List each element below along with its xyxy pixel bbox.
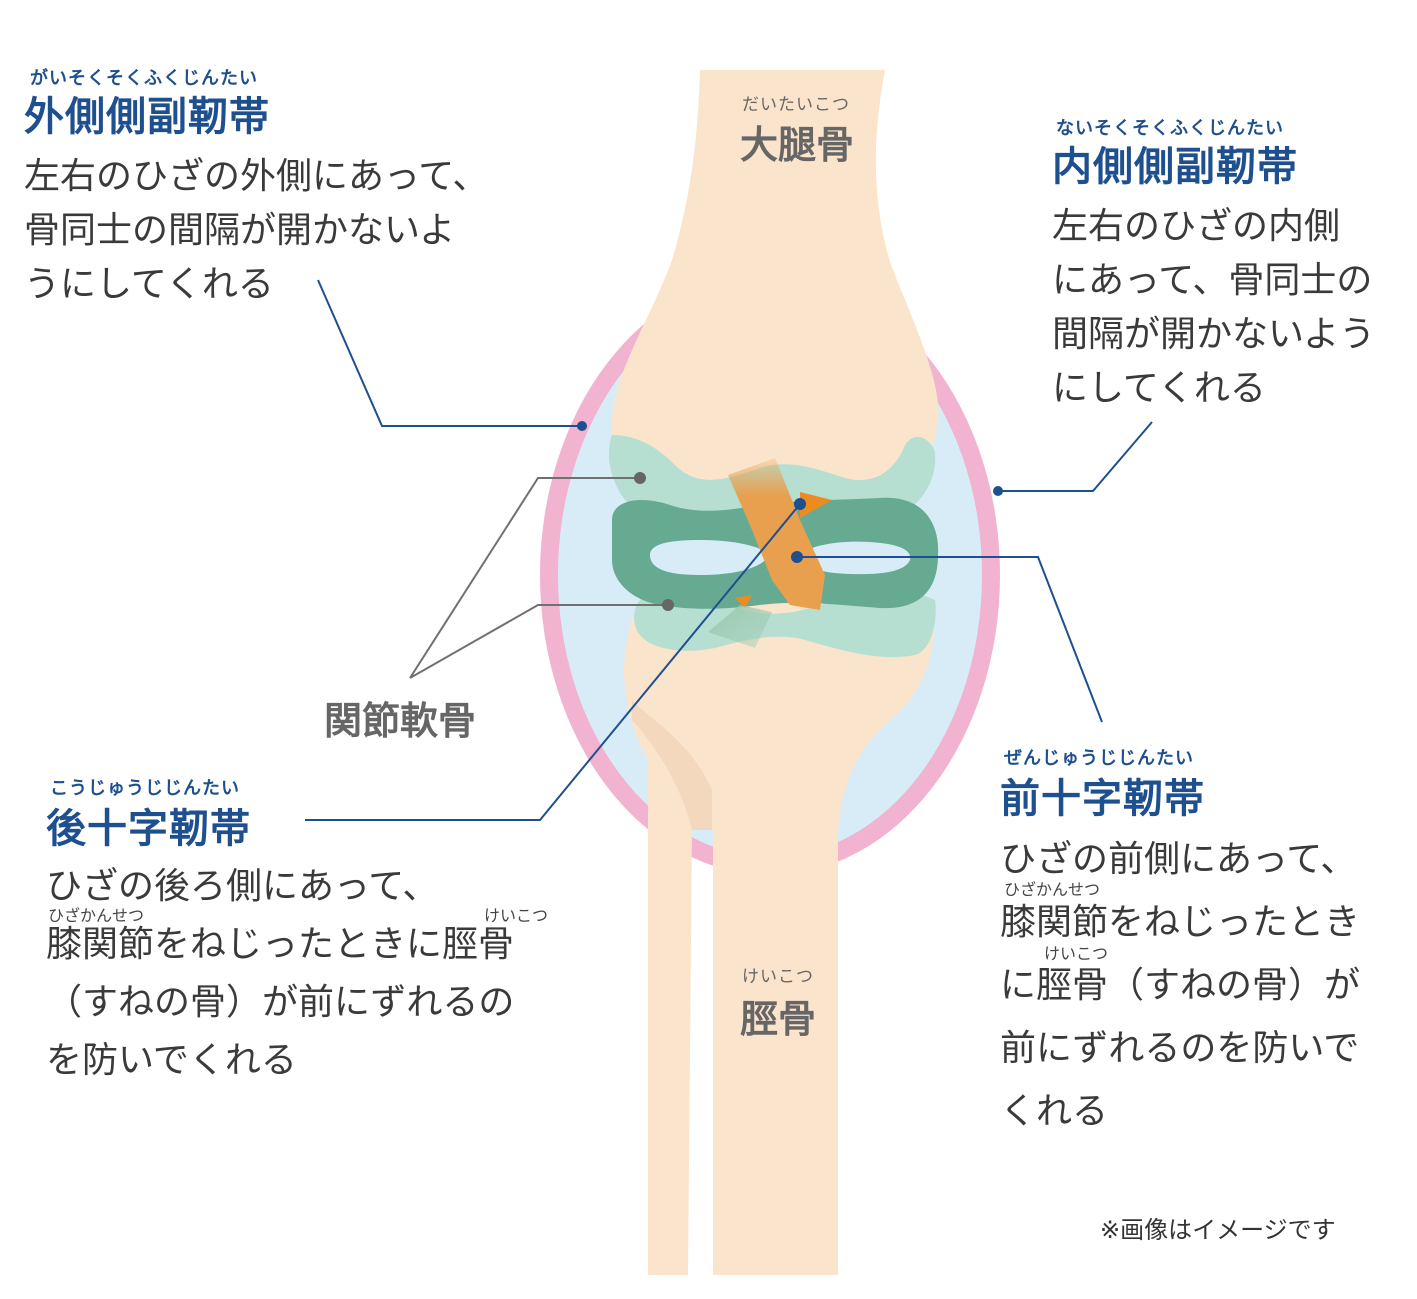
anterior-cruciate-title: 前十字靭帯 (1000, 776, 1205, 822)
anterior-cruciate-leader (797, 556, 1103, 723)
anterior-cruciate-line-2: 膝関節をねじったとき (1000, 902, 1361, 943)
anterior-cruciate-dot (791, 551, 803, 563)
lateral-ligament-line-3: うにしてくれる (24, 264, 274, 305)
tibia-ruby: けいこつ (742, 967, 814, 987)
posterior-cruciate-dot (794, 498, 806, 510)
femur-bone (611, 70, 939, 490)
anterior-cruciate-line-3: に脛骨（すねの骨）が (1000, 965, 1361, 1006)
anterior-cruciate-ruby: ぜんじゅうじじんたい (1004, 748, 1194, 769)
cartilage-dot-upper (634, 472, 646, 484)
posterior-cruciate-line-2: 膝関節をねじったときに脛骨 (46, 924, 515, 965)
medial-ligament-dot (993, 486, 1003, 496)
femur-label: 大腿骨 (740, 123, 855, 167)
lateral-ligament-description: 左右のひざの外側にあって、 骨同士の間隔が開かないよ うにしてくれる (24, 150, 488, 312)
medial-ligament-line-3: 間隔が開かないよう (1052, 314, 1376, 355)
medial-ligament-line-2: にあって、骨同士の (1052, 260, 1373, 301)
posterior-cruciate-title: 後十字靭帯 (46, 806, 251, 852)
posterior-cruciate-ligament (800, 492, 832, 518)
posterior-cruciate-ruby: こうじゅうじじんたい (50, 778, 240, 799)
anterior-cruciate-description: ひざの前側にあって、 膝関節をねじったとき に脛骨（すねの骨）が 前にずれるのを… (1000, 828, 1360, 1143)
medial-ligament-line-4: にしてくれる (1052, 368, 1266, 409)
lateral-ligament-dot (577, 421, 587, 431)
anterior-cruciate-ruby-kei: けいこつ (1044, 944, 1109, 963)
medial-ligament-description: 左右のひざの内側 にあって、骨同士の 間隔が開かないよう にしてくれる (1052, 200, 1375, 416)
posterior-cruciate-ruby-hiza: ひざかんせつ (48, 906, 145, 925)
posterior-cruciate-ligament-lower (735, 595, 752, 608)
cartilage-label: 関節軟骨 (324, 699, 477, 743)
lateral-ligament-line-2: 骨同士の間隔が開かないよ (24, 210, 456, 251)
medial-ligament-leader (998, 421, 1153, 492)
posterior-cruciate-line-1: ひざの後ろ側にあって、 (46, 866, 439, 907)
posterior-cruciate-line-3: （すねの骨）が前にずれるの (46, 982, 515, 1023)
lateral-ligament-leader (317, 279, 582, 427)
image-note: ※画像はイメージです (1100, 1216, 1336, 1244)
posterior-cruciate-leader (305, 503, 801, 821)
lateral-ligament-line-1: 左右のひざの外側にあって、 (24, 156, 489, 197)
tibia-label: 脛骨 (740, 997, 817, 1041)
posterior-cruciate-ruby-kei: けいこつ (484, 906, 549, 925)
lateral-ligament-ruby: がいそくそくふくじんたい (30, 68, 258, 89)
tibia-bone (624, 600, 934, 1275)
pcl-band (708, 605, 772, 648)
fibula-shade (632, 700, 712, 830)
posterior-cruciate-description: ひざの後ろ側にあって、 膝関節をねじったときに脛骨 （すねの骨）が前にずれるの … (46, 858, 514, 1090)
medial-ligament-title: 内側側副靭帯 (1052, 144, 1298, 190)
medial-ligament-ruby: ないそくそくふくじんたい (1056, 118, 1284, 139)
anterior-cruciate-line-1: ひざの前側にあって、 (1000, 839, 1357, 880)
cartilage-dot-lower (662, 599, 674, 611)
anterior-cruciate-line-5: くれる (1000, 1091, 1109, 1132)
anterior-cruciate-ruby-hiza: ひざかんせつ (1004, 880, 1101, 899)
medial-ligament-line-1: 左右のひざの内側 (1052, 206, 1341, 247)
femur-ruby: だいたいこつ (742, 95, 850, 115)
cartilage-leader-lower (409, 604, 668, 679)
cartilage-leader-upper (409, 477, 640, 679)
posterior-cruciate-line-4: を防いでくれる (46, 1040, 297, 1081)
lateral-ligament-title: 外側側副靭帯 (24, 94, 270, 140)
anterior-cruciate-line-4: 前にずれるのを防いで (1000, 1028, 1360, 1069)
